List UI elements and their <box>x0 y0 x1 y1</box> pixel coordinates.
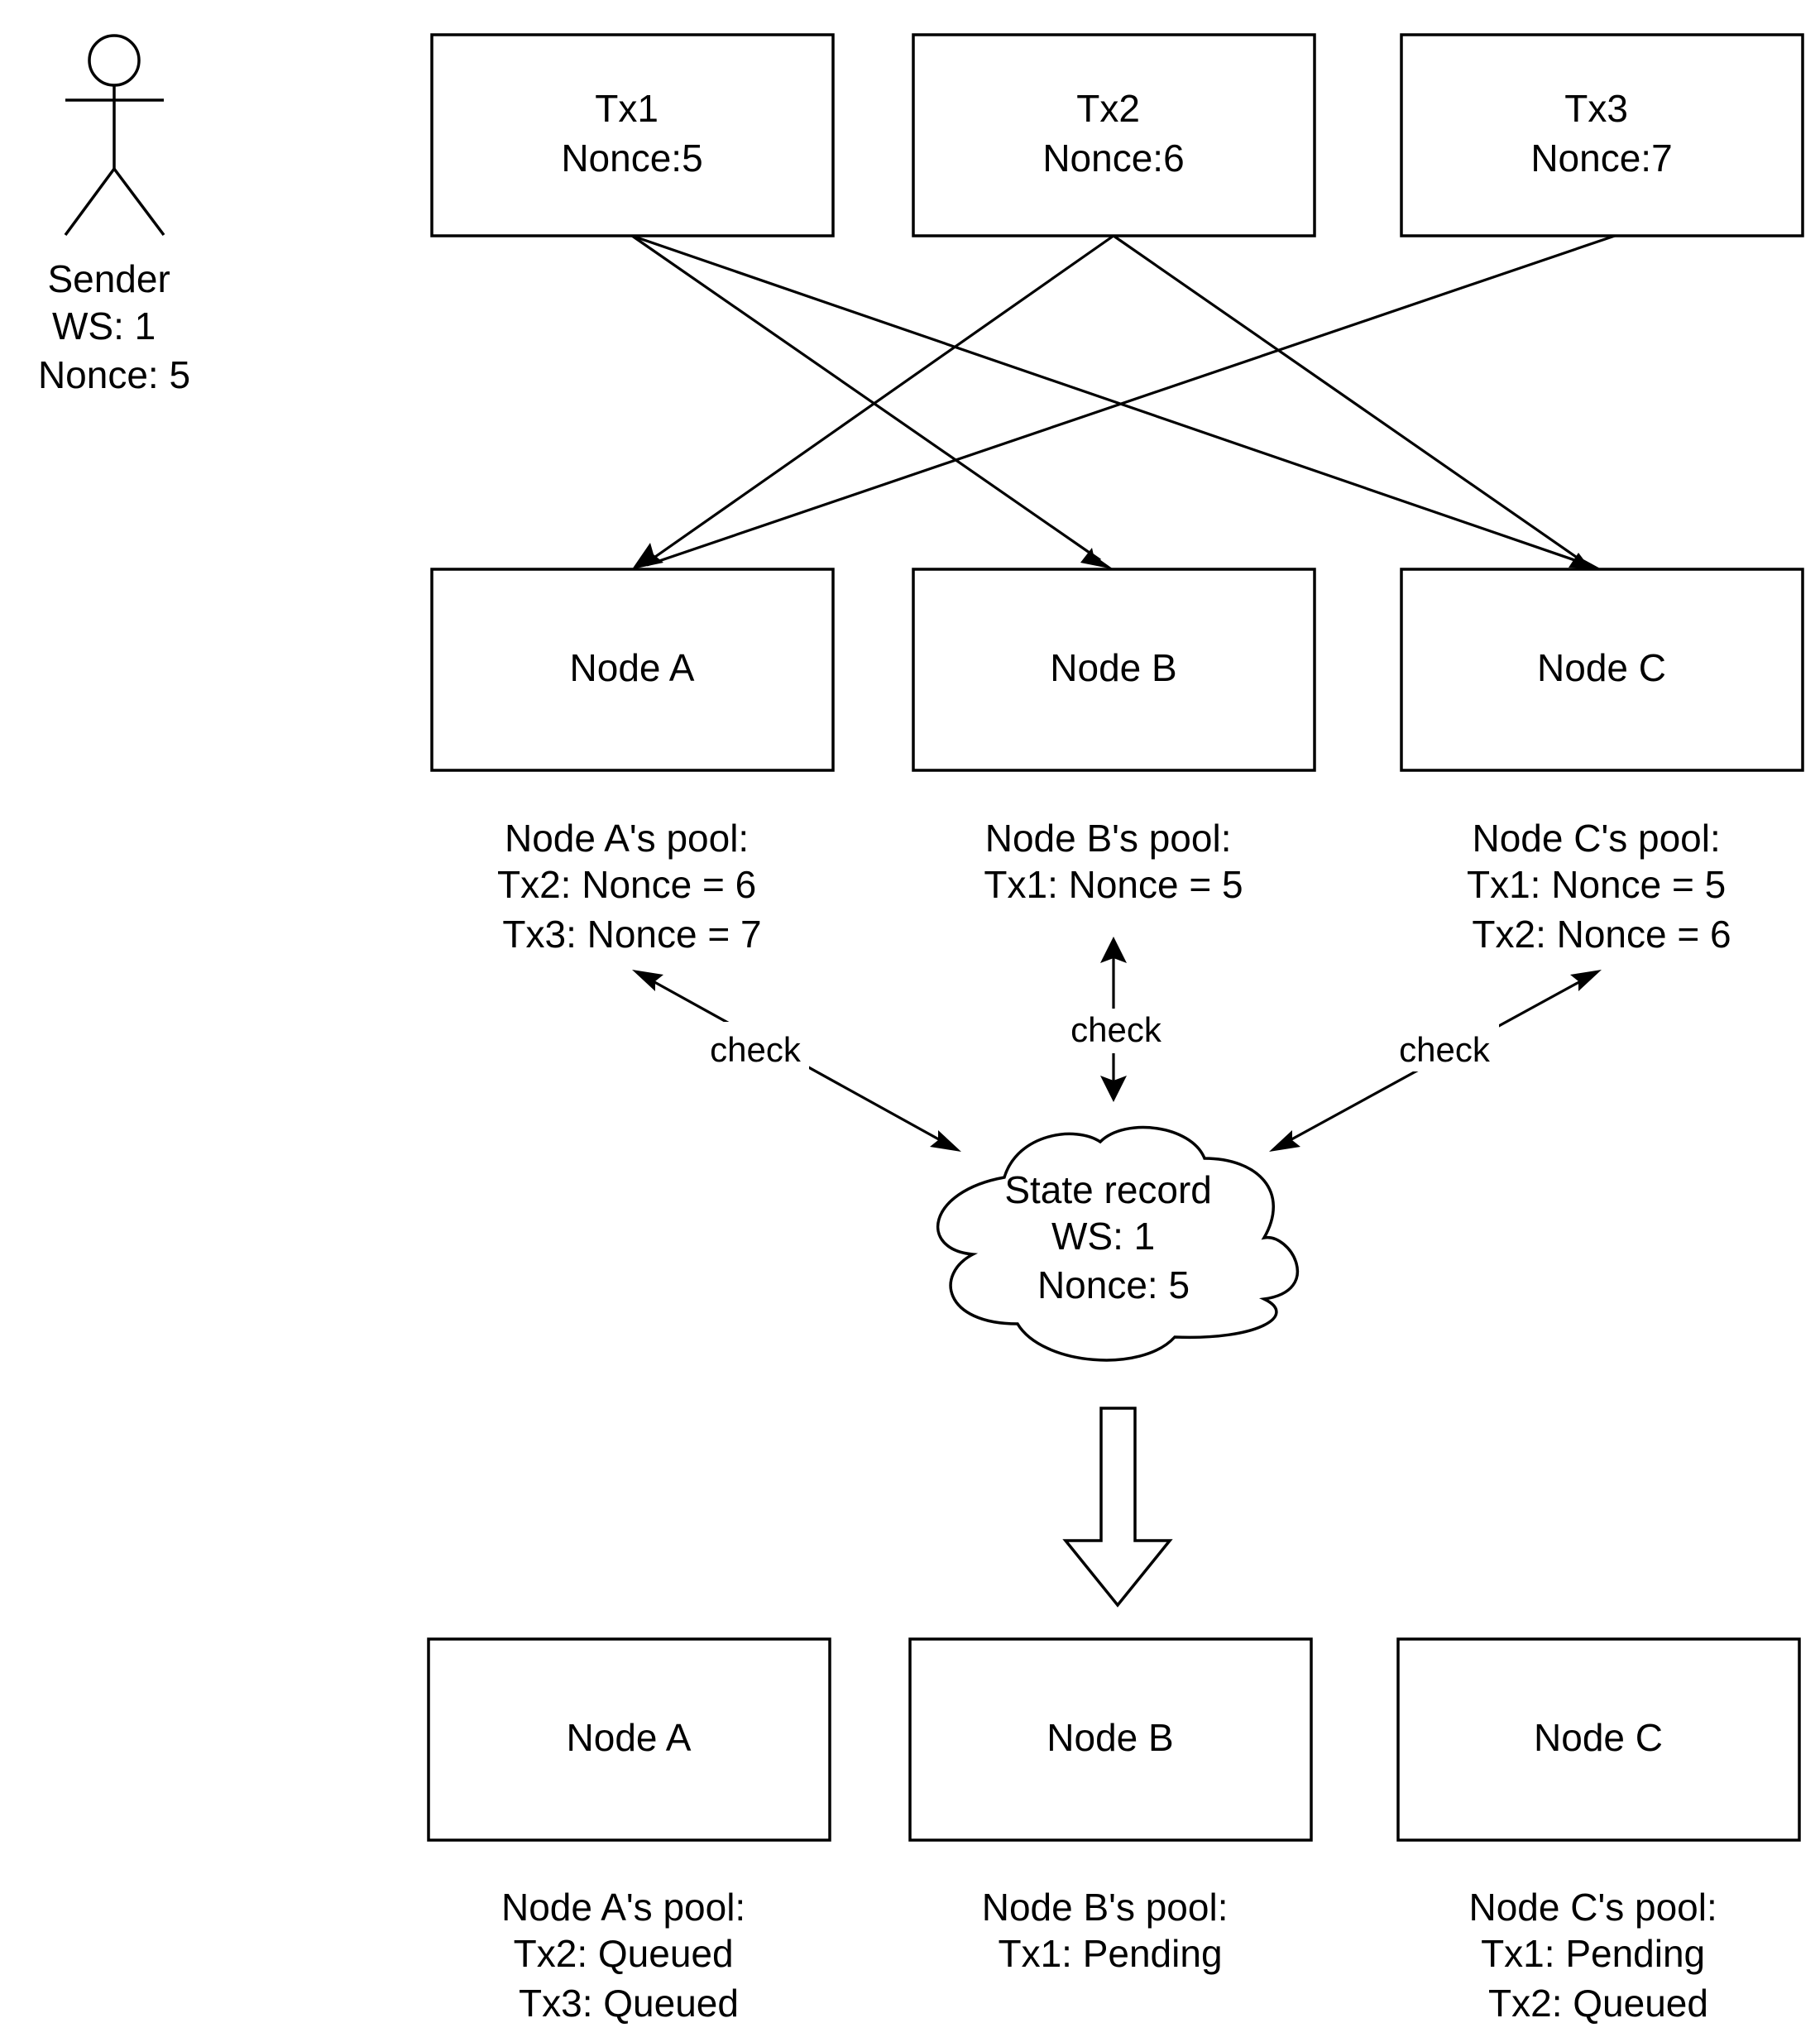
edge-tx2-to-node-c <box>1113 234 1588 566</box>
cloud-shape <box>936 1125 1300 1362</box>
node-c-top[interactable]: Node C <box>1400 568 1804 772</box>
pool-line: Node C's pool: <box>1472 817 1720 860</box>
pool-line: Node C's pool: <box>1468 1886 1717 1929</box>
pool-line: Node B's pool: <box>985 817 1232 860</box>
tx2-box[interactable]: Tx2 Nonce:6 <box>912 33 1316 237</box>
sender-title: Sender <box>47 257 170 300</box>
node-a-pool-bottom: Node A's pool: Tx2: Queued Tx3: Queued <box>501 1886 756 2025</box>
node-b-pool-top: Node B's pool: Tx1: Nonce = 5 <box>984 817 1243 906</box>
edge-tx1-to-node-b <box>631 234 1101 562</box>
tx3-nonce: Nonce:7 <box>1530 137 1672 180</box>
actor-right-leg <box>113 167 165 237</box>
pool-line: Tx3: Queued <box>519 1982 739 2025</box>
edge-tx3-to-node-a <box>646 234 1616 567</box>
check-arrow-b: check <box>1061 937 1168 1102</box>
tx2-label: Tx2 Nonce:6 <box>1042 87 1184 180</box>
actor-left-leg <box>64 167 116 237</box>
check-arrow-c: check <box>1269 970 1602 1152</box>
state-record-cloud[interactable]: State record WS: 1 Nonce: 5 <box>936 1125 1300 1362</box>
state-record-title: State record <box>1004 1168 1212 1211</box>
node-c-bottom[interactable]: Node C <box>1396 1637 1801 1842</box>
actor-head <box>88 34 141 87</box>
tx1-nonce: Nonce:5 <box>561 137 702 180</box>
pool-line: Tx1: Pending <box>998 1932 1222 1975</box>
pool-line: Tx2: Queued <box>1488 1982 1708 2025</box>
edge-tx1-to-node-c <box>631 234 1588 566</box>
pool-line: Tx2: Nonce = 6 <box>497 863 756 906</box>
sender-label: Sender WS: 1 Nonce: 5 <box>38 257 190 396</box>
node-b-top-label: Node B <box>1050 646 1176 689</box>
state-record-label: State record WS: 1 Nonce: 5 <box>1004 1168 1222 1306</box>
sender-ws: WS: 1 <box>52 304 156 348</box>
pool-line: Tx2: Nonce = 6 <box>1472 913 1731 956</box>
tx3-label: Tx3 Nonce:7 <box>1530 87 1672 180</box>
node-c-pool-top: Node C's pool: Tx1: Nonce = 5 Tx2: Nonce… <box>1467 817 1736 956</box>
pool-line: Tx3: Nonce = 7 <box>502 913 761 956</box>
check-arrow-a: check <box>632 970 961 1152</box>
tx2-nonce: Nonce:6 <box>1042 137 1184 180</box>
node-c-bottom-label: Node C <box>1534 1716 1663 1759</box>
sender-nonce: Nonce: 5 <box>38 353 190 396</box>
transition-arrow-icon <box>1062 1407 1173 1608</box>
node-b-top[interactable]: Node B <box>912 568 1316 772</box>
node-c-pool-bottom: Node C's pool: Tx1: Pending Tx2: Queued <box>1468 1886 1727 2025</box>
tx1-name: Tx1 <box>595 87 659 130</box>
node-a-bottom-label: Node A <box>567 1716 692 1759</box>
pool-line: Tx1: Nonce = 5 <box>984 863 1243 906</box>
tx2-name: Tx2 <box>1076 87 1140 130</box>
node-a-bottom[interactable]: Node A <box>427 1637 831 1842</box>
arrowhead-node-a <box>632 543 663 569</box>
pool-line: Node B's pool: <box>982 1886 1228 1929</box>
state-record-ws: WS: 1 <box>1051 1215 1155 1258</box>
node-a-top-label: Node A <box>570 646 695 689</box>
pool-line: Node A's pool: <box>501 1886 745 1929</box>
node-b-bottom-label: Node B <box>1046 1716 1173 1759</box>
sender-actor[interactable] <box>64 34 165 237</box>
edge-tx2-to-node-a <box>646 234 1114 564</box>
pool-line: Tx1: Nonce = 5 <box>1467 863 1726 906</box>
tx1-box[interactable]: Tx1 Nonce:5 <box>430 33 835 237</box>
state-record-nonce: Nonce: 5 <box>1037 1263 1190 1306</box>
pool-line: Tx2: Queued <box>514 1932 734 1975</box>
tx1-label: Tx1 Nonce:5 <box>561 87 702 180</box>
check-label-c: check <box>1399 1030 1491 1069</box>
node-b-pool-bottom: Node B's pool: Tx1: Pending <box>982 1886 1239 1975</box>
arrowhead-node-c <box>1569 553 1602 569</box>
pool-line: Node A's pool: <box>505 817 749 860</box>
node-b-bottom[interactable]: Node B <box>908 1637 1313 1842</box>
node-a-top[interactable]: Node A <box>430 568 835 772</box>
arrowhead-node-b <box>1080 548 1114 569</box>
node-c-top-label: Node C <box>1537 646 1666 689</box>
node-a-pool-top: Node A's pool: Tx2: Nonce = 6 Tx3: Nonce… <box>497 817 767 956</box>
check-label-b: check <box>1070 1010 1162 1049</box>
tx3-box[interactable]: Tx3 Nonce:7 <box>1400 33 1804 237</box>
pool-line: Tx1: Pending <box>1481 1932 1705 1975</box>
tx3-name: Tx3 <box>1564 87 1628 130</box>
propagation-edges <box>631 234 1616 569</box>
check-label-a: check <box>710 1030 802 1069</box>
